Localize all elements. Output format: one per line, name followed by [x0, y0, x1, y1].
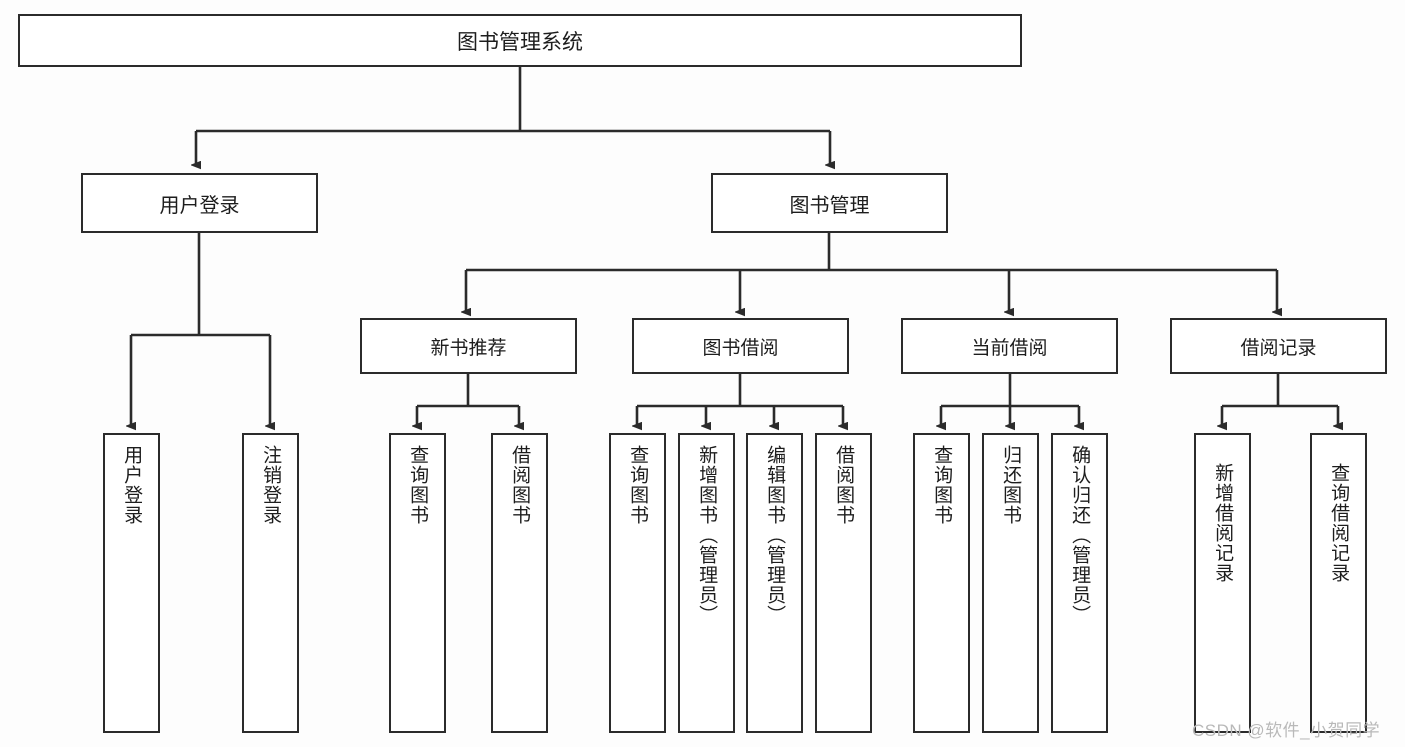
leaf-label: 借阅图书	[509, 445, 531, 525]
node-book-management-label: 图书管理	[789, 194, 870, 217]
leaf-label: 借阅图书	[833, 445, 855, 525]
node-user-login[interactable]: 用户登录	[81, 173, 318, 233]
leaf-record-add-record[interactable]: 新增借阅记录	[1194, 433, 1251, 733]
node-new-book-recommend[interactable]: 新书推荐	[360, 318, 577, 374]
node-book-management[interactable]: 图书管理	[711, 173, 948, 233]
leaf-label: 查询借阅记录	[1328, 463, 1350, 583]
leaf-label: 查询图书	[407, 445, 429, 525]
leaf-label: 归还图书	[1000, 445, 1022, 525]
node-root-label: 图书管理系统	[457, 30, 583, 54]
leaf-borrow-query-book[interactable]: 查询图书	[609, 433, 666, 733]
leaf-borrow-edit-book-admin[interactable]: 编辑图书（管理员）	[746, 433, 803, 733]
leaf-current-confirm-return-admin[interactable]: 确认归还（管理员）	[1051, 433, 1108, 733]
leaf-label: 查询图书	[627, 445, 649, 525]
csdn-watermark: CSDN @软件_小贺同学	[1192, 721, 1381, 740]
node-current-borrow-label: 当前借阅	[971, 337, 1048, 359]
leaf-label: 查询图书	[931, 445, 953, 525]
node-root-system[interactable]: 图书管理系统	[18, 14, 1022, 67]
leaf-current-return-book[interactable]: 归还图书	[982, 433, 1039, 733]
node-borrow-record-label: 借阅记录	[1240, 337, 1317, 359]
leaf-user-login-login[interactable]: 用户登录	[103, 433, 160, 733]
leaf-new-book-query[interactable]: 查询图书	[389, 433, 446, 733]
leaf-new-book-borrow[interactable]: 借阅图书	[491, 433, 548, 733]
leaf-borrow-borrow-book[interactable]: 借阅图书	[815, 433, 872, 733]
leaf-current-query-book[interactable]: 查询图书	[913, 433, 970, 733]
leaf-label: 确认归还（管理员）	[1069, 445, 1091, 625]
node-book-borrow-label: 图书借阅	[702, 337, 779, 359]
node-user-login-label: 用户登录	[159, 194, 240, 217]
leaf-label: 注销登录	[260, 445, 282, 525]
leaf-borrow-add-book-admin[interactable]: 新增图书（管理员）	[678, 433, 735, 733]
node-current-borrow[interactable]: 当前借阅	[901, 318, 1118, 374]
leaf-label: 新增图书（管理员）	[696, 445, 718, 625]
leaf-label: 新增借阅记录	[1212, 463, 1234, 583]
node-book-borrow[interactable]: 图书借阅	[632, 318, 849, 374]
node-new-book-recommend-label: 新书推荐	[430, 337, 507, 359]
node-borrow-record[interactable]: 借阅记录	[1170, 318, 1387, 374]
leaf-label: 用户登录	[121, 445, 143, 525]
leaf-user-login-logout[interactable]: 注销登录	[242, 433, 299, 733]
leaf-record-query-record[interactable]: 查询借阅记录	[1310, 433, 1367, 733]
leaf-label: 编辑图书（管理员）	[764, 445, 786, 625]
